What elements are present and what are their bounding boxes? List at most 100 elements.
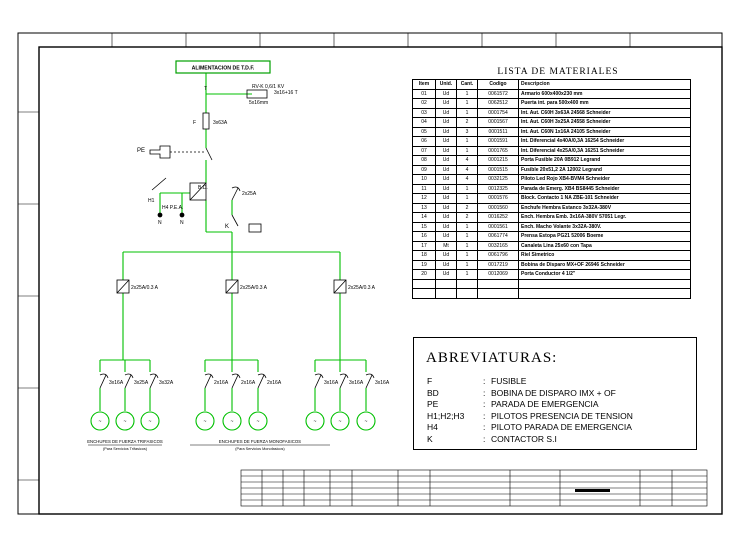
cell-code: 0001576 <box>477 193 519 204</box>
branch-breaker-label: 3x16A <box>375 380 390 386</box>
cable-label: RV-K 0,6/1 KV <box>252 84 285 90</box>
cell-desc: Int. Aut. C60N 1x16A 24105 Schneider <box>518 126 691 137</box>
cell-desc: Enchufe Hembra Estanco 3x32A-380V <box>518 202 691 213</box>
abbreviation-code: BD <box>427 387 439 398</box>
cell-code: 0032125 <box>477 174 519 185</box>
cell-code: 0032165 <box>477 240 519 251</box>
cell-qty: 1 <box>456 88 478 99</box>
branch-breaker-arc <box>339 373 349 379</box>
cell-unit: Ud <box>435 174 457 185</box>
cell-code: 0001515 <box>477 164 519 175</box>
cell-unit <box>435 288 457 299</box>
cell-unit: Ud <box>435 212 457 223</box>
cable-terminal <box>246 89 268 99</box>
cell-desc: Bobina de Disparo MX+OF 26946 Schneider <box>518 259 691 270</box>
branch-breaker-contact <box>124 374 132 389</box>
wiring <box>99 73 367 411</box>
abbreviation-colon: : <box>483 422 486 432</box>
branch-breaker-arc <box>124 373 134 379</box>
fuse-ref: F <box>193 120 196 126</box>
table-row <box>412 288 691 299</box>
cell-item: 17 <box>412 240 436 251</box>
feed-label: ALIMENTACION DE T.D.F. <box>192 66 255 72</box>
pilots-label: H1 <box>148 198 155 204</box>
cell-unit: Mt <box>435 240 457 251</box>
sockets: ~~~~~~~~~ <box>90 411 376 431</box>
socket-glyph: ~ <box>204 419 207 425</box>
branch-breaker-arc <box>314 373 324 379</box>
rcd-right-label: 2x25A/0.3 A <box>348 285 376 291</box>
cell-unit: Ud <box>435 202 457 213</box>
emergency-button <box>149 145 171 159</box>
caption-left: ENCHUFES DE FUERZA TRIFASICOS <box>87 439 163 444</box>
cell-desc: Canaleta Lina 25x60 con Tapa <box>518 240 691 251</box>
fuse-label: 3x63A <box>213 120 228 126</box>
cell-unit: Ud <box>435 126 457 137</box>
caption-left-sub: (Para Servicios Trifasicos) <box>103 447 148 451</box>
cell-code <box>477 278 519 289</box>
pe-label: PE <box>137 148 145 154</box>
branch-breaker-label: 3x16A <box>349 380 364 386</box>
cell-qty: 4 <box>456 174 478 185</box>
abbreviation-code: H4 <box>427 422 438 432</box>
branch-breaker-contact <box>365 374 373 389</box>
t-label: T <box>204 86 207 92</box>
cell-item: 13 <box>412 202 436 213</box>
title-block-mark <box>575 489 610 492</box>
cell-code: 0061796 <box>477 250 519 261</box>
cell-qty <box>456 288 478 299</box>
cell-qty: 1 <box>456 269 478 280</box>
cell-item: 10 <box>412 174 436 185</box>
cell-qty: 1 <box>456 193 478 204</box>
cell-desc: Armario 600x400x230 mm <box>518 88 691 99</box>
abbreviations-title: ABREVIATURAS: <box>426 350 558 366</box>
cell-qty <box>456 278 478 289</box>
cell-qty: 3 <box>456 126 478 137</box>
cell-code: 0061774 <box>477 231 519 242</box>
cell-qty: 1 <box>456 221 478 232</box>
cell-qty: 2 <box>456 202 478 213</box>
cable-note: 5x16mm <box>249 100 268 106</box>
cell-item: 07 <box>412 145 436 156</box>
abbreviation-desc: FUSIBLE <box>491 376 527 386</box>
branch-breaker-arc <box>99 373 109 379</box>
branch-breaker-arc <box>231 373 241 379</box>
cell-unit: Ud <box>435 107 457 118</box>
cell-item: 14 <box>412 212 436 223</box>
materials-title: LISTA DE MATERIALES <box>497 67 619 77</box>
cell-desc: Riel Simetrico <box>518 250 691 261</box>
socket-outlet <box>248 411 268 431</box>
socket-outlet <box>305 411 325 431</box>
rcd-left-label: 2x25A/0.3 A <box>131 285 159 291</box>
cell-code: 0001215 <box>477 155 519 166</box>
abbreviation-desc: PARADA DE EMERGENCIA <box>491 399 599 409</box>
socket-outlet <box>115 411 135 431</box>
h4-label: H4 P.E.A. <box>162 205 183 211</box>
cell-unit: Ud <box>435 98 457 109</box>
cell-desc <box>518 278 691 289</box>
branch-breaker-contact <box>204 374 212 389</box>
cell-unit: Ud <box>435 183 457 194</box>
socket-outlet <box>356 411 376 431</box>
branch-breaker-label: 3x16A <box>324 380 339 386</box>
socket-glyph: ~ <box>99 419 102 425</box>
cell-desc: Int. Diferencial 4x25A/0,3A 16251 Schnei… <box>518 145 691 156</box>
branch-breaker-contact <box>339 374 347 389</box>
socket-glyph: ~ <box>231 419 234 425</box>
socket-glyph: ~ <box>124 419 127 425</box>
cell-item: 18 <box>412 250 436 261</box>
cell-desc: Piloto Led Rojo XB4-BVM4 Schneider <box>518 174 691 185</box>
abbreviation-desc: BOBINA DE DISPARO IMX + OF <box>491 387 616 398</box>
cell-unit: Ud <box>435 164 457 175</box>
col-item: Item <box>412 79 436 90</box>
branch-breaker-contact <box>149 374 157 389</box>
lamp-h4-terminal <box>179 212 185 218</box>
